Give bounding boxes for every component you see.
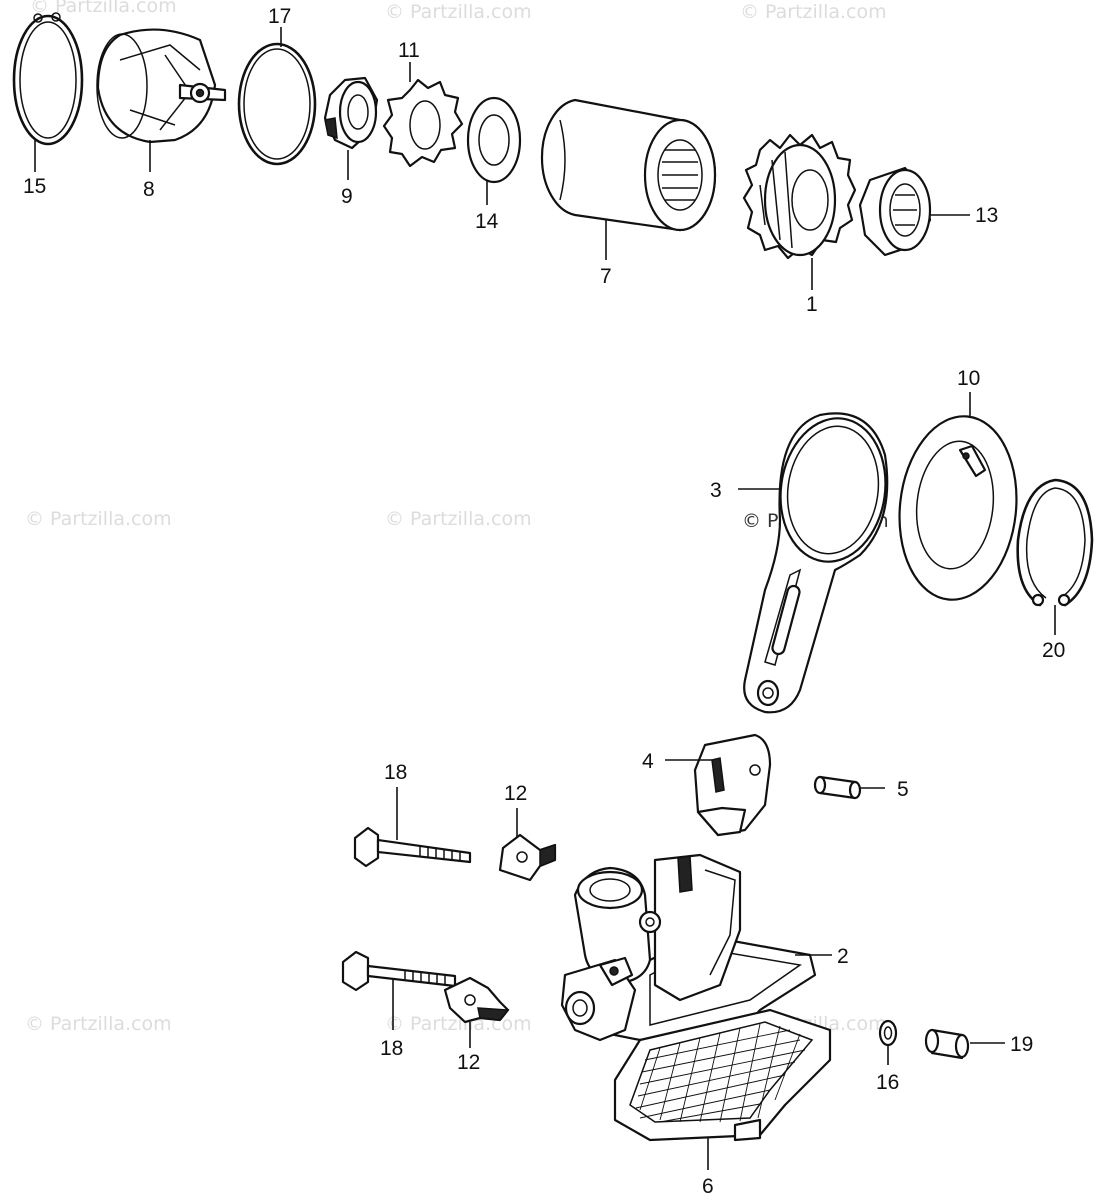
- callout-1[interactable]: 1: [806, 293, 818, 316]
- part-16-washer[interactable]: [878, 1019, 898, 1047]
- part-17-o-ring[interactable]: [237, 42, 317, 166]
- callout-9[interactable]: 9: [341, 185, 353, 208]
- watermark-text: © Partzilla.com: [740, 1, 887, 23]
- watermark-text: © Partzilla.com: [385, 1, 532, 23]
- callout-12-lower[interactable]: 12: [457, 1051, 480, 1074]
- part-10-plate[interactable]: [891, 410, 1026, 605]
- callout-15[interactable]: 15: [23, 175, 46, 198]
- callout-12-upper[interactable]: 12: [504, 782, 527, 805]
- part-15-circlip[interactable]: [12, 12, 84, 146]
- callout-3[interactable]: 3: [710, 479, 722, 502]
- callout-16[interactable]: 16: [876, 1071, 899, 1094]
- callout-4[interactable]: 4: [642, 750, 654, 773]
- part-11-toothed-washer[interactable]: [382, 78, 464, 168]
- callout-20[interactable]: 20: [1042, 639, 1065, 662]
- part-3-bracket-arm[interactable]: [743, 411, 894, 714]
- watermark-text: © Partzilla.com: [25, 1013, 172, 1035]
- part-7-sleeve[interactable]: [540, 98, 717, 232]
- part-4-guide[interactable]: [693, 733, 772, 837]
- callout-7[interactable]: 7: [600, 265, 612, 288]
- part-9-collar[interactable]: [323, 76, 379, 150]
- callout-5[interactable]: 5: [897, 778, 909, 801]
- part-13-bearing[interactable]: [858, 166, 932, 257]
- callout-labels: 15 8 17 9 11 14 7 1 13 10 3 20 4 5 18 12…: [23, 5, 1065, 1198]
- part-12-lock-washer-upper[interactable]: [498, 833, 557, 882]
- watermark-text: © Partzilla.com: [385, 508, 532, 530]
- leader-lines: [34, 27, 1056, 1170]
- part-12-lock-washer-lower[interactable]: [443, 976, 510, 1024]
- part-14-flat-washer[interactable]: [466, 96, 522, 184]
- watermark-text: © Partzilla.com: [30, 0, 177, 17]
- callout-17[interactable]: 17: [268, 5, 291, 28]
- part-5-pin[interactable]: [813, 775, 862, 800]
- callout-18-upper[interactable]: 18: [384, 761, 407, 784]
- screen-mesh: [635, 1023, 806, 1123]
- part-19-dowel[interactable]: [924, 1028, 970, 1060]
- callout-19[interactable]: 19: [1010, 1033, 1033, 1056]
- callout-13[interactable]: 13: [975, 204, 998, 227]
- part-20-circlip[interactable]: [1016, 478, 1094, 607]
- callout-6[interactable]: 6: [702, 1175, 714, 1198]
- callout-2[interactable]: 2: [837, 945, 849, 968]
- callout-18-lower[interactable]: 18: [380, 1037, 403, 1060]
- part-6-strainer-screen[interactable]: [613, 1008, 832, 1142]
- part-2-strainer-body[interactable]: [560, 853, 817, 1042]
- part-1-gear[interactable]: [742, 133, 857, 260]
- watermark-text: © Partzilla.com: [25, 508, 172, 530]
- part-8-impeller-housing[interactable]: [96, 28, 227, 144]
- callout-8[interactable]: 8: [143, 178, 155, 201]
- callout-11[interactable]: 11: [398, 39, 420, 62]
- part-18-bolt-lower[interactable]: [341, 950, 457, 992]
- part-18-bolt-upper[interactable]: [353, 826, 472, 868]
- callout-14[interactable]: 14: [475, 210, 499, 233]
- callout-10[interactable]: 10: [957, 367, 980, 390]
